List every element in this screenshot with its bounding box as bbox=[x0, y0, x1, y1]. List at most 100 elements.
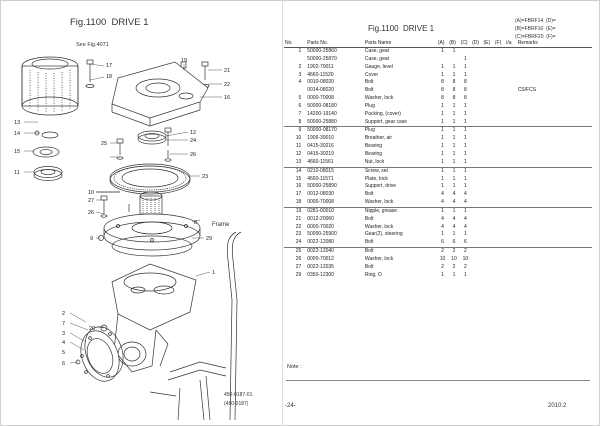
qty-d bbox=[471, 216, 482, 224]
page-number: -24- bbox=[285, 403, 296, 409]
qty-e bbox=[482, 79, 493, 87]
part-name: Washer, lock bbox=[364, 223, 394, 230]
revision-date: 2010.2 bbox=[548, 403, 567, 409]
qty-e bbox=[482, 72, 493, 80]
part-code: 0022-12080 bbox=[307, 239, 334, 246]
remarks bbox=[517, 224, 592, 232]
qty-f bbox=[494, 79, 505, 87]
remarks: CS/FCS bbox=[517, 87, 537, 94]
part-code: 50000-25880 bbox=[307, 118, 337, 125]
qty-d bbox=[471, 135, 482, 143]
remarks bbox=[517, 135, 592, 143]
remarks bbox=[516, 206, 592, 216]
qty-b: 8 bbox=[452, 87, 456, 94]
qty-c: 1 bbox=[463, 175, 467, 182]
plug-6 bbox=[75, 359, 81, 365]
qty-d bbox=[471, 103, 482, 111]
part-code: 0000-70020 bbox=[307, 223, 334, 230]
exploded-view-drawing: 17 18 19 21 22 16 13 14 15 11 12 24 25 2… bbox=[14, 56, 242, 421]
figure-title-right: Fig.1100 DRIVE 1 bbox=[368, 24, 435, 33]
callout-18: 18 bbox=[106, 74, 112, 80]
qty-b: 1 bbox=[452, 110, 456, 117]
qty-c: 6 bbox=[463, 239, 467, 246]
ia-flag bbox=[505, 231, 516, 239]
qty-f bbox=[494, 272, 505, 280]
qty-f bbox=[494, 56, 505, 64]
qty-a: 1 bbox=[441, 150, 444, 157]
qty-d bbox=[471, 183, 482, 191]
callout-24: 24 bbox=[190, 138, 196, 144]
callout-2: 2 bbox=[62, 311, 65, 317]
qty-a: 1 bbox=[441, 118, 444, 125]
part-number-index bbox=[284, 87, 302, 95]
qty-d bbox=[471, 72, 482, 80]
qty-f bbox=[494, 135, 505, 143]
qty-a: 1 bbox=[441, 271, 444, 278]
part-name: Case, gear bbox=[364, 55, 390, 62]
qty-e bbox=[482, 48, 493, 56]
qty-a: 1 bbox=[441, 110, 444, 117]
part-code: 50000-25860 bbox=[307, 48, 337, 54]
qty-a: 1 bbox=[441, 231, 444, 238]
remarks bbox=[516, 126, 592, 136]
qty-e bbox=[482, 95, 493, 103]
part-number-index: 12 bbox=[295, 150, 302, 157]
frame-outline bbox=[149, 231, 242, 421]
qty-d bbox=[471, 176, 482, 184]
part-name: Cover bbox=[364, 71, 379, 78]
ia-flag bbox=[505, 206, 517, 216]
ia-flag bbox=[505, 166, 517, 176]
part-code: 4660-11561 bbox=[307, 158, 334, 165]
qty-d bbox=[471, 48, 482, 56]
part-number-index: 1 bbox=[298, 48, 302, 54]
part-name: Washer, lock bbox=[364, 199, 394, 206]
qty-f bbox=[494, 239, 505, 247]
exploded-diagram-panel: 17 18 19 21 22 16 13 14 15 11 12 24 25 2… bbox=[0, 0, 296, 426]
remarks bbox=[517, 199, 592, 207]
bearing-stack-left bbox=[32, 130, 63, 181]
qty-e bbox=[482, 56, 493, 64]
qty-b: 1 bbox=[452, 71, 456, 78]
qty-d bbox=[471, 126, 483, 136]
qty-b: 4 bbox=[452, 191, 456, 198]
col-part-no: Parts No. bbox=[302, 38, 364, 48]
ia-flag bbox=[505, 183, 516, 191]
part-name: Bolt bbox=[364, 79, 374, 86]
qty-f bbox=[494, 199, 505, 207]
parts-list-panel: Fig.1100 DRIVE 1 (A)=FBRF14 (D)= (B)=FBR… bbox=[282, 0, 600, 426]
frame-label: Frame bbox=[212, 222, 230, 228]
part-code: 50000-25890 bbox=[307, 183, 337, 190]
qty-a: 8 bbox=[441, 95, 444, 102]
qty-e bbox=[482, 64, 493, 72]
part-name: Ring, O bbox=[364, 271, 382, 278]
remarks bbox=[517, 64, 592, 72]
qty-a: 1 bbox=[441, 175, 444, 182]
ia-flag bbox=[505, 176, 516, 184]
ia-flag bbox=[505, 272, 516, 280]
qty-c: 1 bbox=[459, 166, 472, 176]
drawing-code-alt: (450-0187) bbox=[224, 401, 249, 407]
qty-d bbox=[471, 191, 482, 199]
qty-c: 1 bbox=[463, 231, 467, 238]
gauge-level-20 bbox=[100, 324, 108, 332]
qty-f bbox=[494, 95, 505, 103]
qty-f bbox=[494, 151, 505, 159]
ia-flag bbox=[505, 159, 516, 167]
part-number-index: 18 bbox=[295, 199, 302, 206]
leader-lines bbox=[24, 63, 222, 364]
qty-f bbox=[494, 119, 505, 127]
col-c: (C) bbox=[459, 38, 472, 48]
part-number-index: 5 bbox=[298, 95, 302, 102]
